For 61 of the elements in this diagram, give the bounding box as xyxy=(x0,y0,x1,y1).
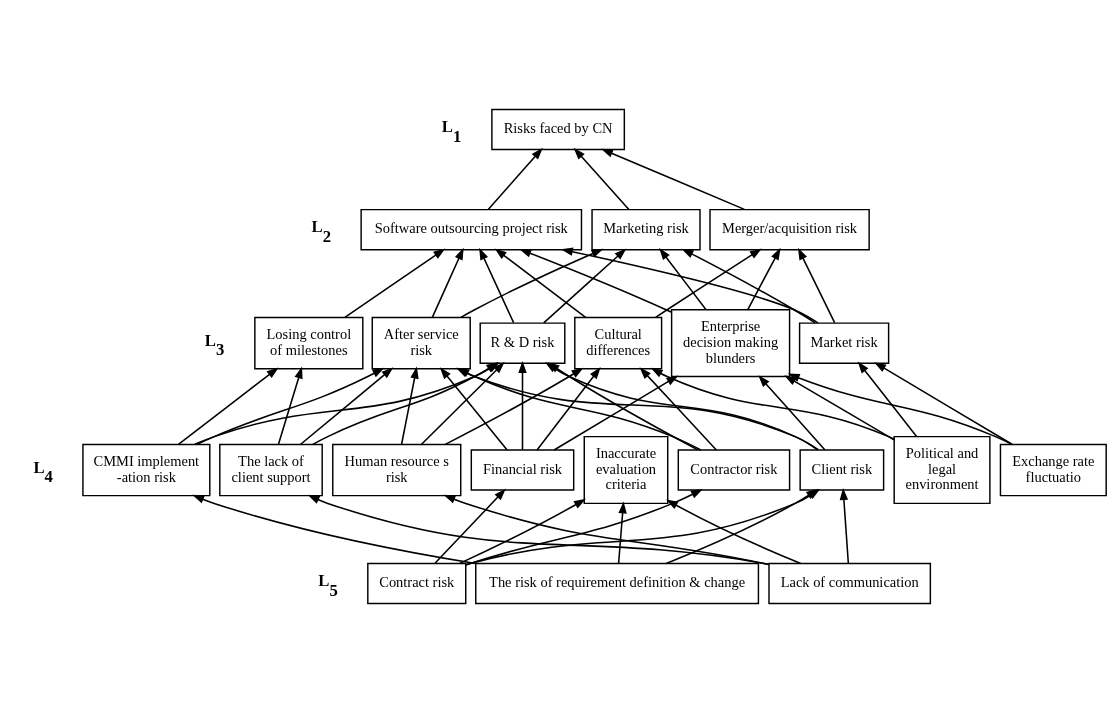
node-box: Exchange rate fluctuatio xyxy=(999,443,1107,496)
arrow xyxy=(458,498,586,564)
arrow xyxy=(758,374,826,451)
arrow xyxy=(542,247,627,324)
node-box: After service risk xyxy=(371,316,471,369)
arrow xyxy=(573,147,630,210)
arrow xyxy=(601,148,746,210)
node-box: Market risk xyxy=(798,321,890,364)
arrow xyxy=(434,488,506,564)
arrow xyxy=(874,361,1013,445)
node-box: Risks faced by CN xyxy=(491,108,626,150)
arrow xyxy=(487,147,543,210)
arrow xyxy=(307,494,770,565)
arrow xyxy=(479,247,515,323)
node-box: Contractor risk xyxy=(677,448,791,491)
arrow xyxy=(839,487,850,564)
arrow xyxy=(666,499,802,564)
node-box: Software outsourcing project risk xyxy=(360,208,583,250)
arrow xyxy=(299,366,394,445)
arrow xyxy=(519,248,673,313)
node-box: Human resource s risk xyxy=(332,443,462,496)
arrow xyxy=(192,494,477,564)
arrow xyxy=(196,367,385,445)
arrow xyxy=(277,366,303,445)
node-box: R & D risk xyxy=(479,321,566,364)
node-box: Client risk xyxy=(799,448,885,491)
arrow xyxy=(536,366,601,451)
node-box: CMMI implement -ation risk xyxy=(82,443,211,496)
arrow xyxy=(344,248,446,318)
arrow xyxy=(787,373,1013,445)
node-box: The lack of client support xyxy=(219,443,323,496)
arrow xyxy=(617,500,627,564)
arrow xyxy=(560,247,819,324)
arrow xyxy=(494,247,587,318)
node-box: Lack of communication xyxy=(768,562,932,604)
arrow xyxy=(460,248,604,318)
arrow xyxy=(639,366,718,451)
node-box: Merger/acquisition risk xyxy=(709,208,870,250)
node-box: The risk of requirement definition & change xyxy=(475,562,760,604)
arrow xyxy=(650,367,895,440)
arrow xyxy=(681,248,816,324)
arrow xyxy=(465,488,703,566)
arrow xyxy=(443,494,770,565)
arrow xyxy=(518,360,527,451)
arrow xyxy=(747,247,781,310)
arrow xyxy=(431,247,464,318)
node-box: Inaccurate evaluation criteria xyxy=(583,435,669,504)
node-box: Contract risk xyxy=(367,562,467,604)
node-box: Cultural differences xyxy=(574,316,663,369)
arrow xyxy=(659,247,707,310)
node-box: Marketing risk xyxy=(591,208,701,250)
arrow xyxy=(177,366,279,445)
node-box: Political and legal environment xyxy=(893,435,991,504)
arrow xyxy=(797,247,836,323)
arrow xyxy=(857,360,918,437)
node-box: Losing control of milestones xyxy=(254,316,364,369)
arrow xyxy=(654,248,762,318)
node-box: Financial risk xyxy=(470,448,575,491)
arrow xyxy=(784,374,895,441)
arrow xyxy=(400,366,419,445)
node-box: Enterprise decision making blunders xyxy=(670,308,791,377)
